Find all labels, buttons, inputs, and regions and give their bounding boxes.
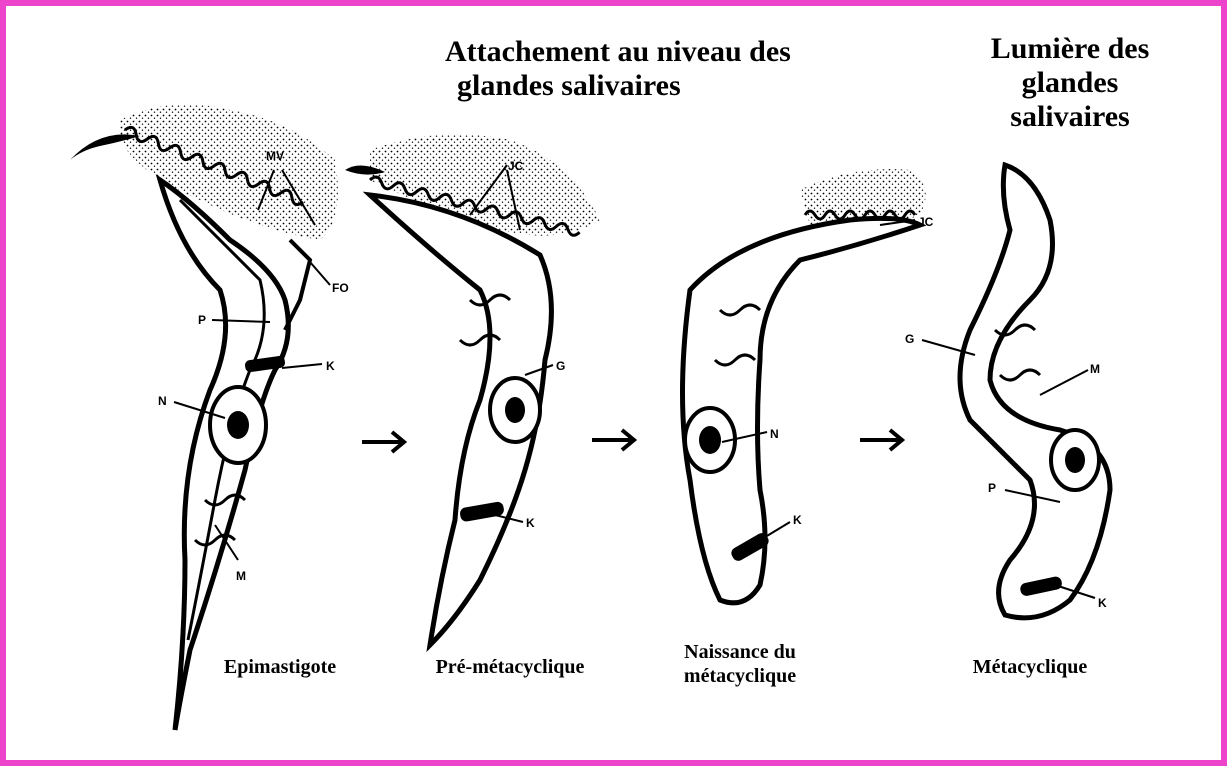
- metacyclic-mitochondrion: [995, 325, 1040, 380]
- arrow-1: [362, 432, 404, 452]
- stage-label-epimastigote-text: Epimastigote: [200, 655, 360, 679]
- metacyclic-birth-nucleolus: [699, 426, 721, 454]
- label-mv: MV: [266, 149, 284, 163]
- stage-label-metacyclic-text: Métacyclique: [940, 655, 1120, 679]
- epimastigote-microvilli-dots: [120, 104, 338, 240]
- pre-metacyclic-nucleolus: [505, 397, 525, 423]
- arrow-3: [860, 430, 902, 450]
- metacyclic-body: [960, 165, 1110, 618]
- epimastigote-cell: [70, 104, 338, 730]
- label-jc-pre-metacyclic: JC: [508, 159, 524, 173]
- epimastigote-nucleolus: [227, 411, 249, 439]
- transition-arrows: [362, 430, 902, 452]
- metacyclic-cell: [960, 165, 1110, 618]
- metacyclic-nucleolus: [1065, 447, 1085, 473]
- stage-label-metacyclic-birth-line-1: Naissance du: [650, 640, 830, 664]
- label-jc-metacyclic-birth: JC: [918, 215, 934, 229]
- metacyclic-birth-cell: [683, 169, 926, 603]
- label-k-metacyclic-birth: K: [793, 513, 802, 527]
- label-k-epimastigote: K: [326, 359, 335, 373]
- stage-label-pre-metacyclic-text: Pré-métacyclique: [400, 655, 620, 679]
- arrow-2: [592, 430, 634, 450]
- label-n-metacyclic-birth: N: [770, 427, 779, 441]
- label-n-epimastigote: N: [158, 394, 167, 408]
- stage-label-pre-metacyclic: Pré-métacyclique: [400, 655, 620, 679]
- stage-label-metacyclic-birth-line-2: métacyclique: [650, 664, 830, 688]
- stage-label-metacyclic-birth: Naissance du métacyclique: [650, 640, 830, 688]
- stage-label-epimastigote: Epimastigote: [200, 655, 360, 679]
- stage-label-metacyclic: Métacyclique: [940, 655, 1120, 679]
- label-p-epimastigote: P: [198, 313, 206, 327]
- label-fo: FO: [332, 281, 349, 295]
- label-m-epimastigote: M: [236, 569, 246, 583]
- label-k-metacyclic: K: [1098, 596, 1107, 610]
- label-g-metacyclic: G: [905, 332, 914, 346]
- label-p-metacyclic: P: [988, 481, 996, 495]
- label-k-pre-metacyclic: K: [526, 516, 535, 530]
- label-m-metacyclic: M: [1090, 362, 1100, 376]
- label-g-pre-metacyclic: G: [556, 359, 565, 373]
